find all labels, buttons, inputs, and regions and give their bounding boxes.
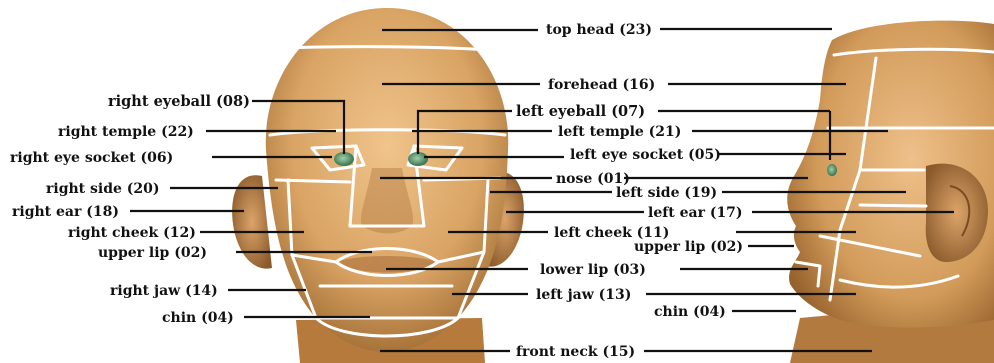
label-right-ear: right ear (18) xyxy=(12,204,119,220)
label-right-eye-socket: right eye socket (06) xyxy=(10,150,173,166)
label-left-side: left side (19) xyxy=(616,185,717,201)
label-front-neck: front neck (15) xyxy=(516,344,635,360)
label-right-eyeball: right eyeball (08) xyxy=(108,93,250,110)
label-right-side: right side (20) xyxy=(46,181,160,197)
label-right-temple: right temple (22) xyxy=(58,124,194,140)
front-head-model xyxy=(232,8,524,363)
label-right-jaw: right jaw (14) xyxy=(110,283,218,299)
label-left-jaw: left jaw (13) xyxy=(536,287,631,303)
right-eyeball-shape xyxy=(334,152,354,166)
label-chin-front: chin (04) xyxy=(162,310,234,326)
label-right-cheek: right cheek (12) xyxy=(68,225,196,241)
label-upper-lip-side: upper lip (02) xyxy=(634,239,743,255)
label-left-eyeball: left eyeball (07) xyxy=(516,103,645,120)
left-eyeball-shape xyxy=(408,152,428,166)
label-top-head: top head (23) xyxy=(546,22,652,38)
label-upper-lip-front: upper lip (02) xyxy=(98,245,207,261)
right-ear-shape xyxy=(232,175,272,268)
side-eyeball-shape xyxy=(827,164,837,176)
label-left-ear: left ear (17) xyxy=(648,205,743,221)
label-chin-side: chin (04) xyxy=(654,304,726,320)
label-lower-lip: lower lip (03) xyxy=(540,262,646,278)
label-forehead: forehead (16) xyxy=(548,77,655,93)
label-left-eye-socket: left eye socket (05) xyxy=(570,147,721,163)
label-left-temple: left temple (21) xyxy=(558,124,681,140)
